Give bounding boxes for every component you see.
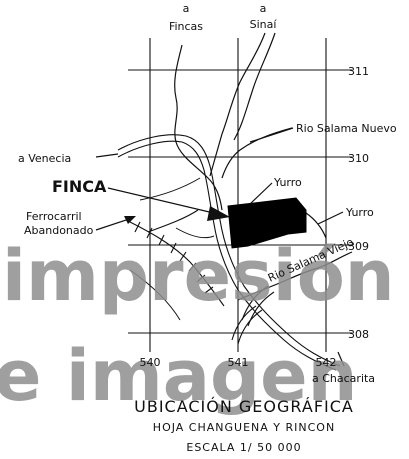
finca-label: FINCA (52, 177, 107, 196)
railway-tie (196, 274, 206, 283)
railway-tie (134, 221, 141, 233)
abandoned-railway (125, 209, 225, 307)
yurro-1-label: Yurro (273, 176, 302, 189)
terrain-line-b (175, 227, 215, 239)
fincas-prefix: a (183, 2, 190, 15)
salama-nuevo-leader (249, 127, 294, 143)
map-title: UBICACIÓN GEOGRÁFICA (134, 397, 354, 416)
railway-ties (134, 221, 214, 294)
railway-tie (179, 251, 187, 262)
venecia-leader (95, 153, 119, 158)
ferrocarril-label-line2: Abandonado (24, 224, 94, 237)
railway-tie (188, 262, 197, 272)
roads (117, 134, 341, 371)
yurro-2-label: Yurro (345, 206, 374, 219)
sinai-prefix: a (260, 2, 267, 15)
stream-sinai (209, 32, 266, 177)
yurro-2-leader (317, 211, 344, 225)
road-secondary-a (241, 285, 269, 321)
terrain-lines (129, 177, 215, 321)
road-venecia-outer (117, 134, 341, 367)
ferrocarril-arrow-head (124, 216, 136, 224)
fincas-label: Fincas (169, 20, 203, 33)
northing-311-label: 311 (348, 65, 369, 78)
rio-salama-nuevo-river (221, 127, 293, 179)
northing-308-label: 308 (348, 328, 369, 341)
road-secondary-b (247, 291, 275, 327)
easting-542-label: 542 (316, 356, 337, 369)
ferrocarril-label-line1: Ferrocarril (26, 210, 82, 223)
railway-line (125, 219, 225, 307)
easting-540-label: 540 (140, 356, 161, 369)
yurro-1-leader (249, 182, 273, 205)
watermark-line1: impresión (2, 235, 395, 317)
chacarita-label: a Chacarita (312, 372, 375, 385)
railway-tie (170, 242, 177, 254)
road-spur-a (231, 305, 257, 341)
sinai-label: Sinaí (250, 18, 278, 31)
finca-parcel (227, 197, 307, 249)
venecia-label: a Venecia (18, 152, 71, 165)
northing-309-label: 309 (348, 240, 369, 253)
terrain-line-a (139, 177, 201, 201)
railway-tie (146, 227, 153, 239)
terrain-line-c (129, 269, 181, 321)
rio-salama-nuevo-label: Rio Salama Nuevo (296, 122, 397, 135)
map-scale: ESCALA 1/ 50 000 (186, 441, 301, 454)
finca-arrow-shaft (107, 187, 223, 216)
grid-lines (128, 38, 352, 352)
railway-branch (147, 209, 199, 233)
stream-sinai-b (233, 32, 276, 141)
map-sheet: HOJA CHANGUENA Y RINCON (153, 421, 335, 434)
easting-541-label: 541 (228, 356, 249, 369)
watermark-line2: e imagen (0, 335, 357, 417)
chacarita-leader (337, 351, 345, 367)
railway-tie (158, 234, 165, 246)
road-venecia-inner (117, 140, 337, 371)
road-spur-b (237, 309, 263, 345)
northing-310-label: 310 (348, 152, 369, 165)
finca-arrow-head (207, 206, 230, 221)
railway-tie (204, 286, 214, 294)
